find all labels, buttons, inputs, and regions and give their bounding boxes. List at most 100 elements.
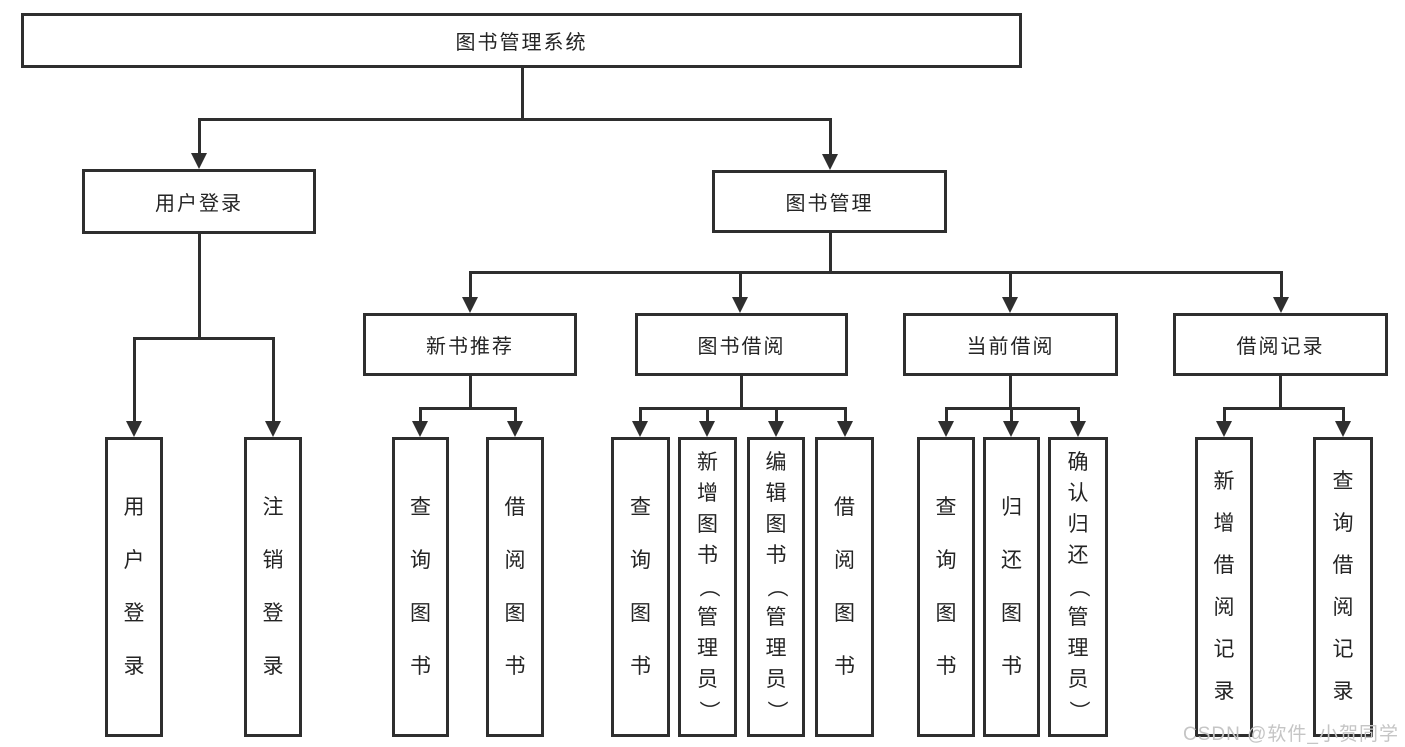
node-label: 用户登录 bbox=[155, 193, 243, 215]
node-label-char: （ bbox=[765, 576, 788, 598]
node-label-char: 归 bbox=[1001, 495, 1022, 519]
node-label-char: 新 bbox=[697, 451, 718, 474]
node-label-char: 管 bbox=[1067, 606, 1089, 629]
connector-line bbox=[1278, 374, 1282, 409]
node-label-char: 还 bbox=[1067, 544, 1089, 567]
node-label-char: 图 bbox=[410, 601, 431, 625]
node-label-char: 书 bbox=[697, 544, 718, 567]
connector-line bbox=[520, 66, 524, 120]
arrowhead-down-icon bbox=[632, 421, 648, 437]
connector-line bbox=[418, 408, 422, 423]
node-leaf-bb-borrow: 借阅图书 bbox=[815, 437, 874, 737]
connector-line bbox=[843, 408, 847, 423]
node-label-char: 理 bbox=[697, 637, 718, 660]
arrowhead-down-icon bbox=[126, 421, 142, 437]
node-label: 新增图书（管理员） bbox=[696, 451, 720, 722]
arrowhead-down-icon bbox=[191, 153, 207, 169]
node-borrow-records: 借阅记录 bbox=[1173, 313, 1388, 376]
node-label-char: 登 bbox=[262, 601, 284, 625]
node-label-char: 查 bbox=[935, 495, 957, 519]
connector-line bbox=[774, 408, 778, 423]
node-label-char: 编 bbox=[765, 451, 787, 474]
node-label-char: 员 bbox=[765, 668, 787, 691]
arrowhead-down-icon bbox=[938, 421, 954, 437]
node-current-borrow: 当前借阅 bbox=[903, 313, 1118, 376]
node-label: 归还图书 bbox=[1001, 495, 1023, 678]
node-label-char: 借 bbox=[834, 495, 855, 519]
node-label-char: 借 bbox=[1213, 554, 1235, 577]
connector-line bbox=[513, 408, 517, 423]
node-label-char: 记 bbox=[1332, 638, 1354, 661]
node-label: 图书借阅 bbox=[697, 336, 786, 358]
node-leaf-bb-edit: 编辑图书（管理员） bbox=[747, 437, 805, 737]
node-new-book-recommend: 新书推荐 bbox=[363, 313, 577, 376]
node-leaf-cb-return: 归还图书 bbox=[983, 437, 1040, 737]
connector-line bbox=[1076, 408, 1080, 423]
node-label-char: （ bbox=[1067, 576, 1090, 598]
node-label-char: 书 bbox=[935, 654, 957, 678]
connector-line bbox=[418, 406, 517, 410]
arrowhead-down-icon bbox=[1070, 421, 1086, 437]
connector-line bbox=[1009, 408, 1013, 423]
node-label: 借阅记录 bbox=[1236, 336, 1325, 358]
node-label-char: 询 bbox=[410, 548, 431, 572]
node-label-char: 阅 bbox=[1332, 596, 1354, 619]
node-label-char: 新 bbox=[1213, 470, 1235, 493]
node-label-char: 查 bbox=[410, 495, 431, 519]
node-label-char: 书 bbox=[1001, 654, 1022, 678]
node-leaf-bb-query: 查询图书 bbox=[611, 437, 670, 737]
node-label: 借阅图书 bbox=[504, 496, 526, 678]
node-label-char: 阅 bbox=[1213, 596, 1235, 619]
arrowhead-down-icon bbox=[1002, 297, 1018, 313]
node-label-char: ） bbox=[1067, 700, 1090, 722]
node-label-char: 图 bbox=[1001, 601, 1022, 625]
connector-line bbox=[468, 272, 472, 299]
node-label-char: 图 bbox=[630, 601, 651, 625]
connector-line bbox=[828, 231, 832, 273]
arrowhead-down-icon bbox=[265, 421, 281, 437]
node-label: 查询图书 bbox=[410, 495, 432, 678]
node-label-char: 辑 bbox=[765, 482, 787, 505]
node-system: 图书管理系统 bbox=[21, 13, 1022, 68]
node-label-char: 理 bbox=[1067, 637, 1089, 660]
node-label-char: 图 bbox=[697, 513, 718, 536]
node-label: 查询图书 bbox=[935, 495, 957, 678]
node-label-char: 录 bbox=[262, 654, 284, 678]
connector-line bbox=[1008, 374, 1012, 409]
node-label-char: （ bbox=[696, 576, 720, 598]
arrowhead-down-icon bbox=[1003, 421, 1019, 437]
connector-line bbox=[638, 406, 847, 410]
arrowhead-down-icon bbox=[1216, 421, 1232, 437]
connector-line bbox=[828, 119, 832, 156]
connector-line bbox=[271, 338, 275, 423]
arrowhead-down-icon bbox=[1335, 421, 1351, 437]
node-label-char: 登 bbox=[123, 601, 145, 625]
node-label-char: 图 bbox=[834, 601, 855, 625]
node-label-char: 书 bbox=[504, 654, 526, 678]
node-label-char: 员 bbox=[697, 668, 718, 691]
arrowhead-down-icon bbox=[732, 297, 748, 313]
node-label-char: 录 bbox=[1332, 680, 1354, 703]
node-book-borrow: 图书借阅 bbox=[635, 313, 848, 376]
connector-line bbox=[197, 117, 832, 121]
node-label: 新增借阅记录 bbox=[1213, 471, 1235, 703]
node-label-char: 图 bbox=[504, 601, 526, 625]
node-label-char: ） bbox=[696, 700, 720, 722]
node-label-char: 管 bbox=[765, 606, 787, 629]
node-label-char: 书 bbox=[765, 544, 787, 567]
node-label: 查询借阅记录 bbox=[1332, 471, 1354, 703]
node-label: 新书推荐 bbox=[426, 336, 514, 358]
node-label: 用户登录 bbox=[123, 496, 145, 678]
connector-line bbox=[1008, 272, 1012, 299]
node-label-char: 还 bbox=[1001, 548, 1022, 572]
node-user-login: 用户登录 bbox=[82, 169, 316, 234]
node-label-char: 查 bbox=[630, 495, 651, 519]
node-label: 借阅图书 bbox=[834, 495, 856, 678]
arrowhead-down-icon bbox=[837, 421, 853, 437]
node-label-char: ） bbox=[765, 700, 788, 722]
node-leaf-cb-confirm: 确认归还（管理员） bbox=[1048, 437, 1108, 737]
node-label-char: 图 bbox=[935, 601, 957, 625]
node-label-char: 确 bbox=[1067, 451, 1089, 474]
node-label-char: 查 bbox=[1332, 470, 1354, 493]
